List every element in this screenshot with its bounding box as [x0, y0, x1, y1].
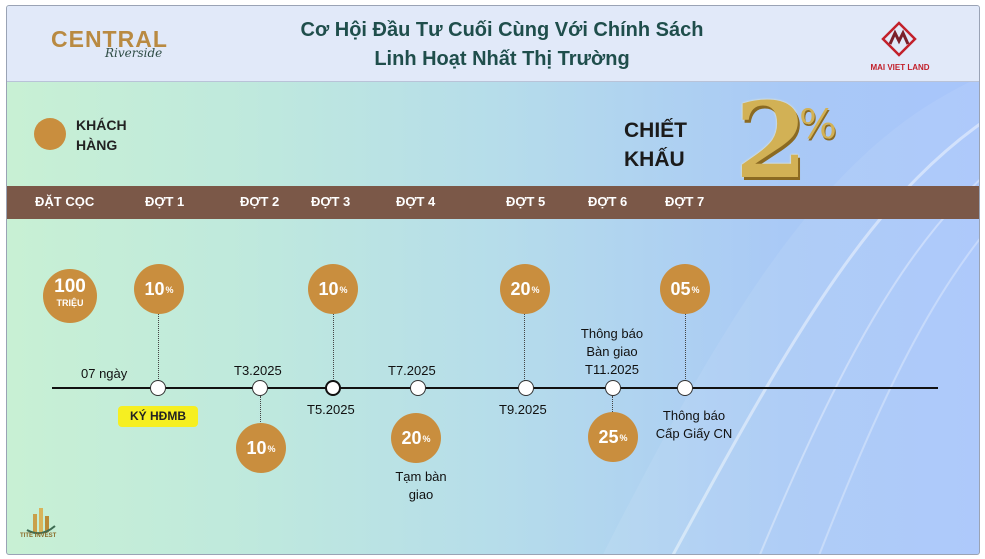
payment-3-circle: 10% [308, 264, 358, 314]
payment-4-date: T7.2025 [388, 363, 436, 378]
payment-3-date: T5.2025 [307, 402, 355, 417]
timeline-stem [333, 311, 334, 381]
payment-5-circle: 20% [500, 264, 550, 314]
slide: CENTRAL Riverside Cơ Hội Đầu Tư Cuối Cùn… [6, 5, 980, 555]
phase-7: ĐỢT 7 [665, 194, 705, 209]
deposit-circle: 100 TRIỆU [43, 269, 97, 323]
tite-invest-logo-icon [26, 508, 56, 535]
timeline-node-3 [325, 380, 341, 396]
central-riverside-logo: CENTRAL [51, 26, 168, 52]
timeline-line [52, 387, 938, 389]
tite-invest-name: TITE INVEST [20, 533, 57, 539]
phase-5: ĐỢT 5 [506, 194, 546, 209]
deposit-amount: 100 [54, 276, 86, 297]
payment-5-date: T9.2025 [499, 402, 547, 417]
timeline-node-6 [605, 380, 621, 396]
payment-4-note: Tạm bàn giao [395, 469, 447, 502]
header: CENTRAL Riverside Cơ Hội Đầu Tư Cuối Cùn… [7, 6, 979, 82]
phase-2: ĐỢT 2 [240, 194, 280, 209]
phase-6: ĐỢT 6 [588, 194, 628, 209]
payment-6-circle: 25% [588, 412, 638, 462]
payment-2-date: T3.2025 [234, 363, 282, 378]
payment-1-circle: 10% [134, 264, 184, 314]
timeline-stem [260, 396, 261, 442]
timeline-node-5 [518, 380, 534, 396]
timeline-stem [524, 311, 525, 381]
mai-viet-land-name: MAI VIET LAND [870, 63, 930, 72]
discount-label: CHIẾT KHẤU [624, 119, 687, 171]
timeline-node-1 [150, 380, 166, 396]
phase-3: ĐỢT 3 [311, 194, 351, 209]
phase-bar: ĐẶT CỌC ĐỢT 1 ĐỢT 2 ĐỢT 3 ĐỢT 4 ĐỢT 5 ĐỢ… [7, 186, 979, 219]
timeline-node-2 [252, 380, 268, 396]
central-riverside-logo-sub: Riverside [105, 46, 163, 60]
phase-1: ĐỢT 1 [145, 194, 185, 209]
discount-percent-sign: % [799, 102, 838, 148]
customer-dot-icon [34, 118, 66, 150]
payment-6-label: Thông báo Bàn giao T11.2025 [580, 326, 644, 377]
timeline-stem [158, 311, 159, 381]
deposit-unit: TRIỆU [56, 298, 84, 308]
payment-7-label: Thông báo Cấp Giấy CN [655, 408, 733, 441]
page-title-line1: Cơ Hội Đầu Tư Cuối Cùng Với Chính Sách [300, 19, 704, 41]
payment-2-circle: 10% [236, 423, 286, 473]
timeline-stem [685, 311, 686, 381]
contract-signing-badge: KÝ HĐMB [118, 406, 198, 427]
payment-1-label: 07 ngày [81, 366, 128, 381]
payment-7-circle: 05% [660, 264, 710, 314]
timeline-stem [612, 396, 613, 412]
mai-viet-land-logo-icon [881, 21, 917, 57]
page-title-line2: Linh Hoạt Nhất Thị Trường [374, 48, 630, 70]
phase-4: ĐỢT 4 [396, 194, 436, 209]
discount-value: 2 [735, 79, 808, 202]
customer-label: KHÁCH HÀNG [76, 117, 127, 153]
payment-4-circle: 20% [391, 413, 441, 463]
timeline-node-7 [677, 380, 693, 396]
timeline-node-4 [410, 380, 426, 396]
phase-deposit: ĐẶT CỌC [35, 194, 95, 209]
